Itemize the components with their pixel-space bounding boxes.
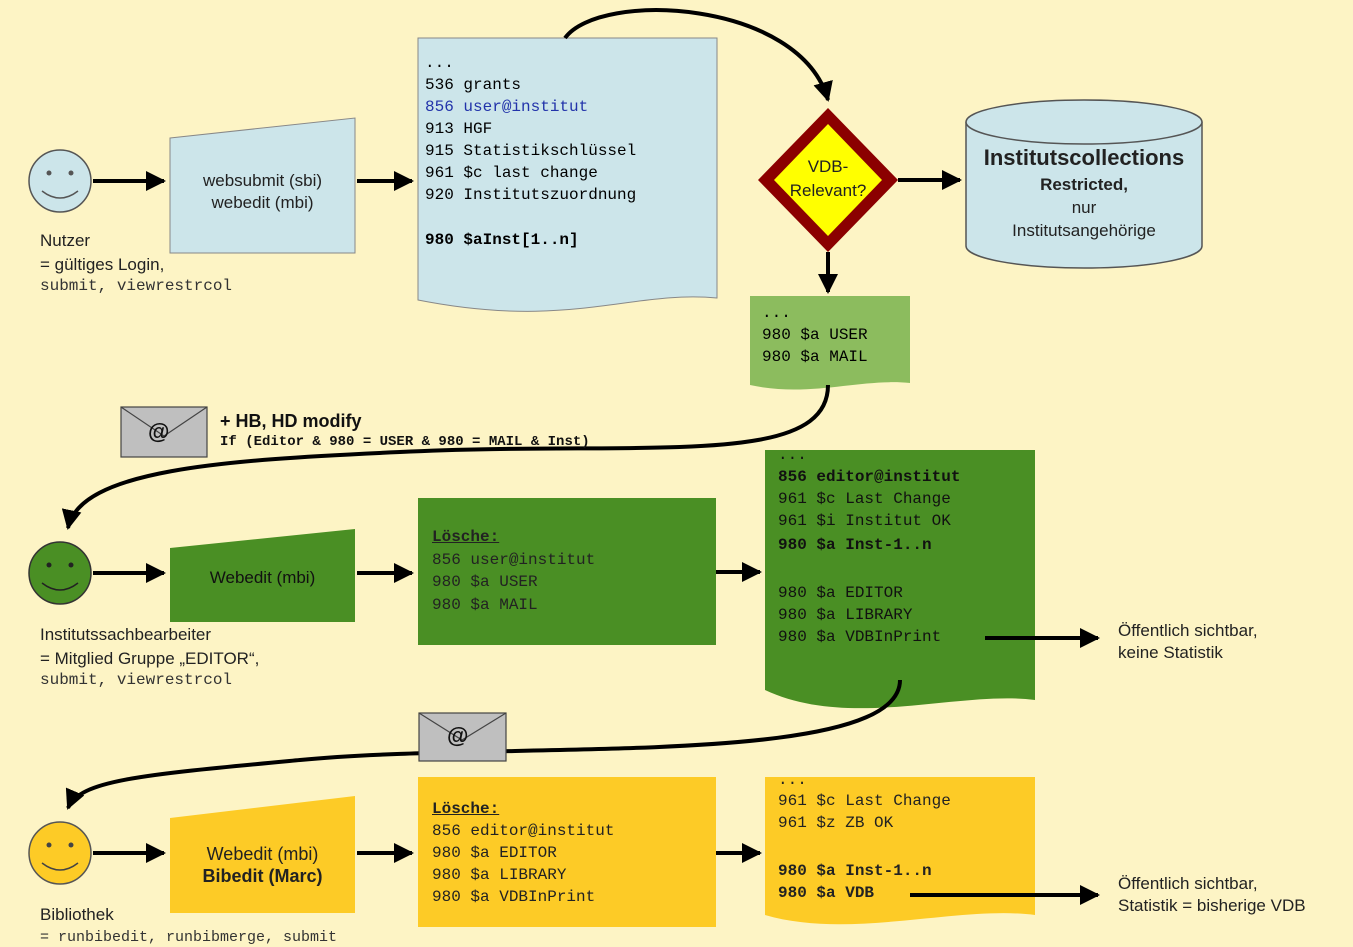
record-line: 980 $a USER — [762, 326, 868, 344]
delete-heading: Lösche: — [432, 528, 500, 546]
record-line: 980 $a EDITOR — [778, 584, 903, 602]
collection-members: Institutsangehörige — [1012, 221, 1156, 240]
record-line: ... — [425, 54, 454, 72]
mail-1-title: + HB, HD modify — [220, 411, 362, 431]
user-caption: Nutzer — [40, 231, 91, 250]
record-line: 913 HGF — [425, 120, 493, 138]
delete-line: 980 $a VDBInPrint — [432, 888, 596, 906]
submit-input-shape — [169, 117, 356, 254]
record-line: 856 user@institut — [425, 98, 589, 116]
delete-line: 980 $a USER — [432, 573, 538, 591]
record-line: 961 $c Last Change — [778, 490, 951, 508]
record-line: 980 $a MAIL — [762, 348, 868, 366]
envelope-at-symbol-2: @ — [447, 723, 469, 748]
public-stats-1: Öffentlich sichtbar, — [1118, 874, 1258, 893]
collection-nur: nur — [1071, 198, 1097, 217]
record-line: 961 $c Last Change — [778, 792, 951, 810]
library-caption: Bibliothek — [40, 905, 114, 924]
record-line: 980 $aInst[1..n] — [425, 231, 579, 249]
editor-caption-group: = Mitglied Gruppe „EDITOR“, — [40, 649, 260, 668]
record-line: 980 $a Inst-1..n — [778, 862, 932, 880]
bibedit-label-1: Webedit (mbi) — [206, 844, 319, 864]
record-line: 980 $a VDB — [778, 884, 875, 902]
library-smiley-icon — [28, 821, 92, 885]
record-line: ... — [778, 771, 807, 789]
bibedit-input-shape — [170, 796, 355, 913]
public-no-stats-1: Öffentlich sichtbar, — [1118, 621, 1258, 640]
record-line: 980 $a Inst-1..n — [778, 536, 932, 554]
envelope-at-symbol-1: @ — [148, 419, 170, 444]
record-line: 961 $i Institut OK — [778, 512, 951, 530]
institute-collection-cylinder — [965, 99, 1203, 269]
arrow-to-editor — [61, 384, 830, 530]
delete-line: 980 $a MAIL — [432, 596, 538, 614]
record-line: 961 $z ZB OK — [778, 814, 894, 832]
arrow-to-library — [65, 679, 902, 810]
record-line: 915 Statistikschlüssel — [425, 142, 637, 160]
delete-line: 980 $a EDITOR — [432, 844, 557, 862]
public-stats-2: Statistik = bisherige VDB — [1118, 896, 1306, 915]
editor-caption-perms: submit, viewrestrcol — [40, 671, 233, 689]
record-line: 856 editor@institut — [778, 468, 961, 486]
submit-label-1: websubmit (sbi) — [202, 171, 323, 190]
user-smiley-icon — [28, 149, 92, 213]
editor-smiley-icon — [28, 541, 92, 605]
webedit-input-shape — [170, 529, 355, 622]
user-mail-record-document — [750, 296, 910, 390]
editor-delete-box — [418, 498, 716, 645]
delete-heading: Lösche: — [432, 800, 500, 818]
user-caption-perms: submit, viewrestrcol — [40, 277, 233, 295]
mail-envelope-icon-1 — [120, 406, 208, 458]
delete-line: 856 user@institut — [432, 551, 596, 569]
mail-1-condition: If (Editor & 980 = USER & 980 = MAIL & I… — [220, 434, 590, 450]
bibedit-label-2: Bibedit (Marc) — [202, 866, 323, 886]
initial-record-document — [417, 37, 718, 312]
public-no-stats-2: keine Statistik — [1118, 643, 1223, 662]
decision-label-2: Relevant? — [789, 181, 867, 200]
submit-label-2: webedit (mbi) — [211, 193, 314, 212]
user-caption-login: = gültiges Login, — [40, 255, 165, 274]
webedit-label: Webedit (mbi) — [209, 568, 316, 587]
record-line: 980 $a VDBInPrint — [778, 628, 942, 646]
delete-line: 856 editor@institut — [432, 822, 615, 840]
mail-envelope-icon-2 — [418, 712, 507, 762]
library-caption-perms: = runbibedit, runbibmerge, submit — [40, 929, 338, 946]
decision-diamond — [758, 108, 898, 252]
decision-label-1: VDB- — [807, 157, 849, 176]
final-record-document — [765, 777, 1035, 925]
editor-record-document — [765, 450, 1035, 709]
record-line: 980 $a LIBRARY — [778, 606, 913, 624]
collection-restricted: Restricted, — [1040, 175, 1128, 194]
record-line: 961 $c last change — [425, 164, 598, 182]
collection-title: Institutscollections — [983, 145, 1185, 170]
record-line: 536 grants — [425, 76, 522, 94]
library-delete-box — [418, 777, 716, 927]
editor-caption: Institutssachbearbeiter — [40, 625, 212, 644]
delete-line: 980 $a LIBRARY — [432, 866, 567, 884]
arrow-record-to-decision — [563, 8, 833, 102]
record-line: ... — [762, 304, 791, 322]
record-line: ... — [778, 446, 807, 464]
record-line: 920 Institutszuordnung — [425, 186, 637, 204]
